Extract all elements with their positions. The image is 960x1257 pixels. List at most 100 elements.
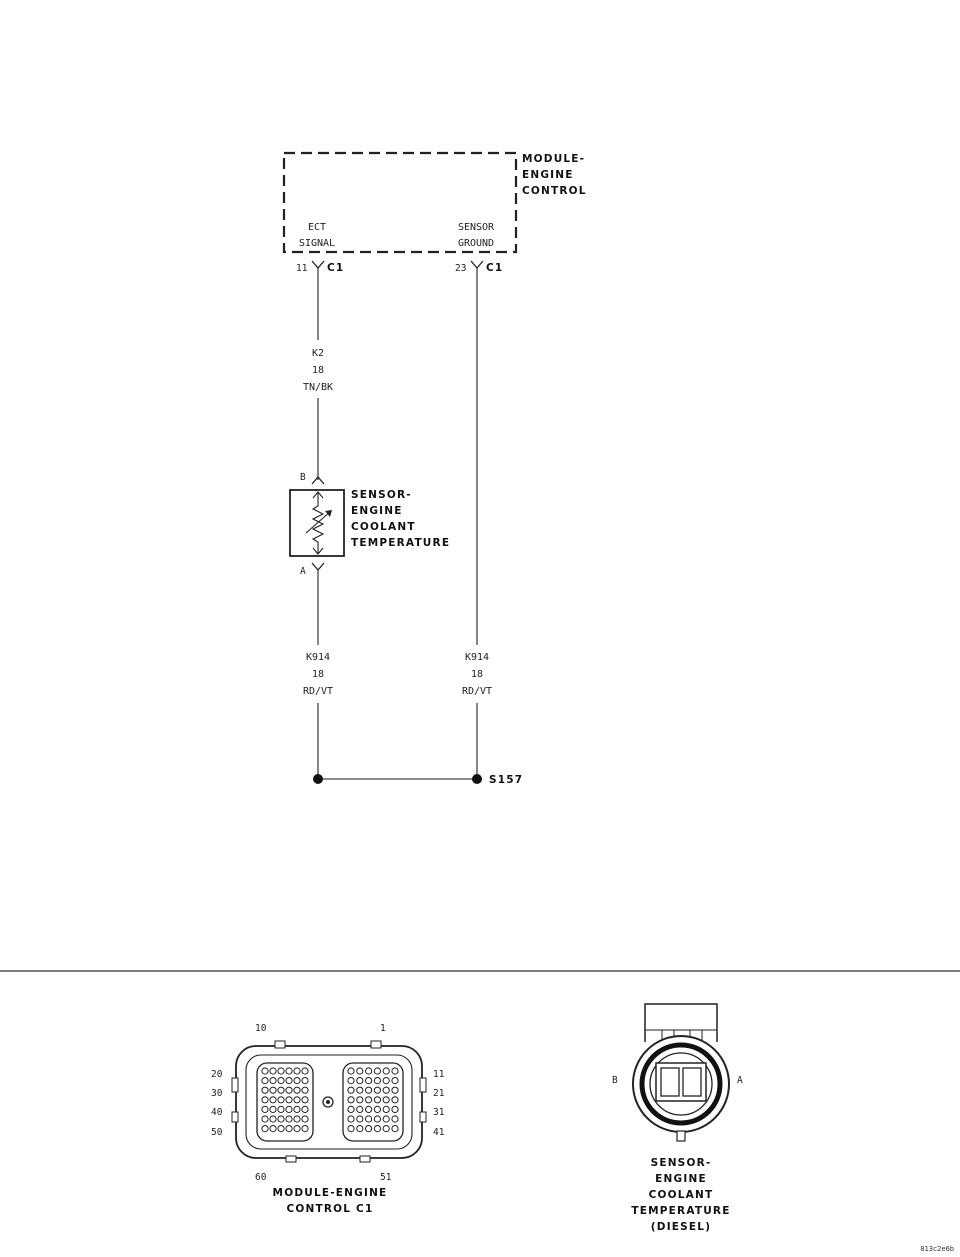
pin-cavity: [356, 1067, 364, 1075]
pin-cavity: [269, 1115, 277, 1123]
sensor-pin-a-label: A: [300, 566, 306, 577]
sensor-caption-line-2: ENGINE: [655, 1173, 707, 1185]
pin-cavity: [293, 1086, 301, 1094]
pin-cavity: [261, 1077, 269, 1085]
wire-k914-right-color: RD/VT: [462, 686, 492, 697]
sensor-title-line-4: TEMPERATURE: [351, 537, 450, 549]
pin-cavity: [261, 1096, 269, 1104]
pin-cavity: [356, 1096, 364, 1104]
c1-pin-21-label: 21: [433, 1088, 445, 1099]
c1-label-right: C1: [486, 262, 503, 274]
pin-cavity: [382, 1125, 390, 1133]
pin-cavity: [261, 1067, 269, 1075]
pin-cavity: [285, 1125, 293, 1133]
pin-cavity: [391, 1105, 399, 1114]
pin-cavity: [261, 1115, 269, 1123]
sensor-terminal-a: [682, 1067, 702, 1097]
c1-pin-11-label: 11: [433, 1069, 445, 1080]
c1-pin-1-label: 1: [380, 1023, 386, 1034]
pin-cavity: [347, 1077, 355, 1085]
c1-tab-top-left: [274, 1040, 286, 1049]
pin-cavity: [293, 1125, 301, 1133]
wire-k914-left-color: RD/VT: [303, 686, 333, 697]
sensor-bottom-key: [676, 1130, 686, 1142]
pin-cavity: [365, 1115, 373, 1123]
pin-cavity: [356, 1077, 364, 1085]
pin-cavity: [301, 1077, 309, 1085]
wire-k2-color: TN/BK: [303, 382, 333, 393]
pin-cavity: [293, 1067, 301, 1075]
pin-23-label: 23: [455, 263, 466, 274]
wire-k914-right-circuit: K914: [465, 652, 489, 663]
c1-pin-20-label: 20: [211, 1069, 223, 1080]
pin-cavity: [301, 1115, 309, 1123]
thermistor-variable-arrow: [305, 510, 332, 534]
pin-cavity: [365, 1077, 373, 1085]
splice-dot-left: [313, 774, 323, 784]
pin-cavity: [285, 1096, 293, 1104]
pin-cavity: [347, 1096, 355, 1104]
ect-signal-line-1: ECT: [308, 222, 326, 233]
c1-caption-line-1: MODULE-ENGINE: [273, 1187, 388, 1199]
female-terminal-symbol: [311, 562, 325, 571]
pin-cavity: [301, 1125, 309, 1133]
c1-tab-left-low: [231, 1111, 239, 1123]
pin-cavity: [382, 1115, 390, 1123]
c1-pin-grid-right: [347, 1067, 399, 1133]
pin-cavity: [356, 1105, 364, 1114]
pin-cavity: [391, 1125, 399, 1133]
connector-c1-pin-11: 11 C1: [296, 260, 343, 274]
sensor-engine-coolant-temperature: SENSOR- ENGINE COOLANT TEMPERATURE: [289, 489, 450, 557]
module-title-line-3: CONTROL: [522, 185, 587, 197]
c1-caption-line-2: CONTROL C1: [287, 1203, 374, 1215]
pin-cavity: [382, 1105, 390, 1114]
wire-k914-left-gauge: 18: [312, 669, 324, 680]
sensor-caption-line-3: COOLANT: [649, 1189, 714, 1201]
pin-cavity: [356, 1115, 364, 1123]
pin-cavity: [373, 1115, 381, 1123]
c1-pin-31-label: 31: [433, 1107, 445, 1118]
pin-cavity: [301, 1086, 309, 1094]
sensor-caption-line-5: (DIESEL): [651, 1221, 711, 1233]
pin-cavity: [356, 1086, 364, 1094]
wire-k2-circuit: K2: [312, 348, 324, 359]
pin-cavity: [391, 1077, 399, 1085]
wire-k914-right-gauge: 18: [471, 669, 483, 680]
module-title-line-1: MODULE-: [522, 153, 585, 165]
pin-cavity: [382, 1086, 390, 1094]
pin-cavity: [365, 1105, 373, 1114]
pin-cavity: [269, 1096, 277, 1104]
pin-cavity: [382, 1077, 390, 1085]
c1-tab-bottom-left: [285, 1155, 297, 1163]
thermistor-arrowhead: [325, 510, 332, 517]
pin-cavity: [277, 1077, 285, 1085]
module-title-line-2: ENGINE: [522, 169, 574, 181]
c1-tab-left: [231, 1077, 239, 1093]
figure-id: 813c2e6b: [920, 1245, 954, 1253]
pin-cavity: [391, 1096, 399, 1104]
pin-cavity: [285, 1067, 293, 1075]
c1-tab-top-right: [370, 1040, 382, 1049]
pin-cavity: [269, 1086, 277, 1094]
pin-cavity: [365, 1096, 373, 1104]
pin-cavity: [373, 1077, 381, 1085]
pin-cavity: [277, 1086, 285, 1094]
c1-pin-30-label: 30: [211, 1088, 223, 1099]
pin-cavity: [285, 1105, 293, 1114]
pin-cavity: [277, 1105, 285, 1114]
pin-cavity: [347, 1067, 355, 1075]
c1-pin-51-label: 51: [380, 1172, 392, 1183]
pin-cavity: [301, 1096, 309, 1104]
sensor-caption-line-1: SENSOR-: [651, 1157, 712, 1169]
c1-tab-right-low: [419, 1111, 427, 1123]
c1-pin-50-label: 50: [211, 1127, 223, 1138]
pin-cavity: [269, 1105, 277, 1114]
pin-cavity: [269, 1077, 277, 1085]
c1-tab-bottom-right: [359, 1155, 371, 1163]
connector-c1-pin-23: 23 C1: [455, 260, 503, 274]
male-terminal-symbol: [311, 476, 325, 485]
thermistor-symbol: [311, 492, 325, 554]
female-terminal-symbol: [311, 260, 325, 269]
c1-center-bolt-inner: [326, 1100, 330, 1104]
